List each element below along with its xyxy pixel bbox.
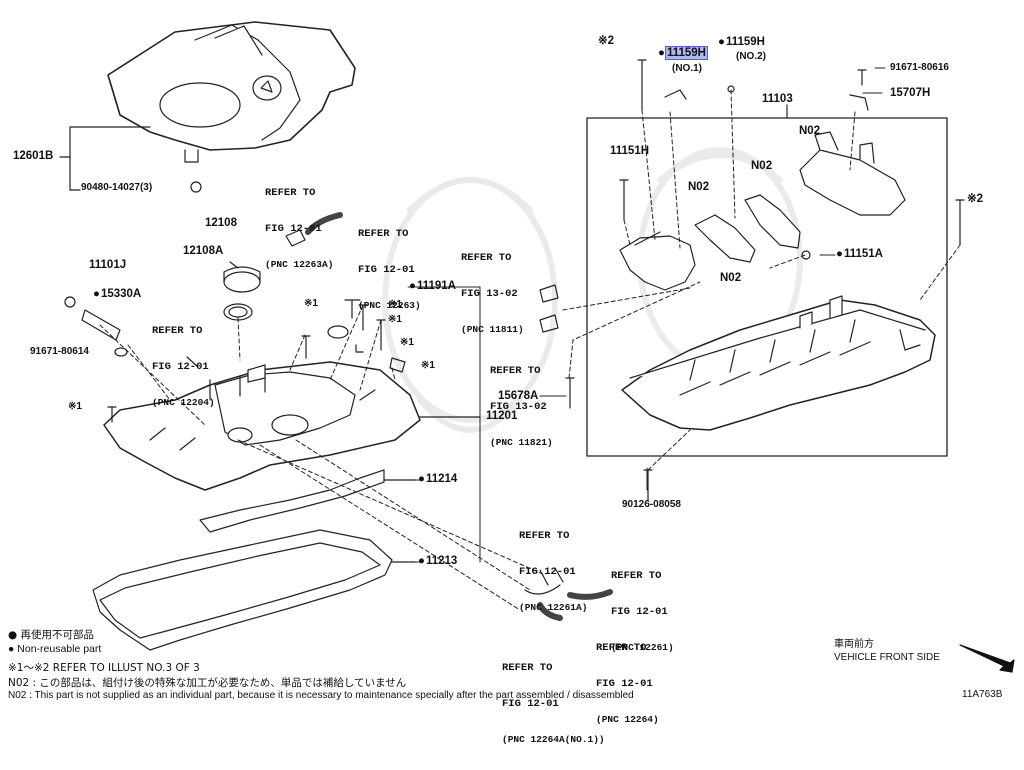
label-90480-14027: 90480-14027(3): [81, 182, 153, 193]
refer-pnc: (PNC 12261A): [519, 602, 588, 613]
label-11159H-no2: 11159H: [718, 36, 765, 49]
front-arrow: [959, 644, 1015, 673]
parts-diagram: 12601B 90480-14027(3) 12108 12108A 11101…: [0, 0, 1024, 707]
label-12108: 12108: [205, 217, 237, 229]
label-15330A: 15330A: [93, 288, 141, 301]
label-11159H-no1[interactable]: 11159H: [658, 46, 708, 60]
cam-housing-drawing: [619, 131, 936, 431]
refer-fig: FIG 12-01: [152, 361, 209, 373]
refer-fig-12-01-12261A[interactable]: REFER TO FIG 12-01 (PNC 12261A): [519, 506, 587, 638]
refer-fig-12-01-12263[interactable]: REFER TO FIG 12-01 (PNC 12263): [358, 204, 421, 336]
label-mark2-top: ※2: [598, 35, 615, 47]
refer-fig-13-02-11811[interactable]: REFER TO FIG 13-02 (PNC 11811): [461, 228, 524, 360]
label-11101J: 11101J: [89, 259, 127, 271]
refer-fig-12-01-12204[interactable]: REFER TO FIG 12-01 (PNC 12204): [152, 301, 215, 433]
label-91671-80616: 91671-80616: [890, 62, 949, 73]
label-n02-d: N02: [720, 272, 742, 284]
cylinder-head-cover-drawing: [103, 361, 421, 491]
legend-nonreusable-en: ● Non-reusable part: [8, 643, 101, 655]
refer-fig-13-02-11821[interactable]: REFER TO FIG 13-02 (PNC 11821): [490, 341, 553, 473]
refer-text: REFER TO: [502, 662, 553, 674]
cam-housing-frame: [586, 117, 948, 457]
bolts-drawing: [107, 59, 965, 501]
refer-pnc: (PNC 11821): [490, 437, 553, 448]
label-mark2-right: ※2: [967, 193, 984, 205]
refer-fig-12-01-12263A[interactable]: REFER TO FIG 12-01 (PNC 12263A): [265, 163, 333, 295]
refer-pnc: (PNC 12264A(NO.1)): [502, 734, 605, 745]
label-n02-b: N02: [751, 160, 773, 172]
label-11201: 11201: [486, 410, 518, 422]
legend-nonreusable-jp-text: 再使用不可部品: [20, 629, 95, 641]
label-mark1-c: ※1: [388, 314, 402, 325]
refer-pnc: (PNC 12264): [596, 714, 659, 725]
refer-pnc: (PNC 12263): [358, 300, 421, 311]
dashed-leaders: [99, 89, 961, 611]
refer-fig-12-01-12264[interactable]: REFER TO FIG 12-01 (PNC 12264): [596, 618, 659, 750]
label-11103: 11103: [762, 93, 793, 105]
label-mark1-d: ※1: [400, 337, 414, 348]
oil-cap-drawing: [223, 261, 261, 321]
legend-dot-icon: ●: [8, 643, 18, 655]
hose-drawing: [285, 212, 613, 621]
refer-fig: FIG 12-01: [265, 223, 322, 235]
refer-text: REFER TO: [461, 252, 512, 264]
label-n02-a: N02: [799, 125, 821, 137]
refer-text: REFER TO: [358, 228, 409, 240]
refer-text: REFER TO: [596, 642, 647, 654]
legend-n02-jp: N02 : この部品は、組付け後の特殊な加工が必要なため、単品では補給していませ…: [8, 677, 407, 689]
refer-pnc: (PNC 11811): [461, 324, 524, 335]
refer-fig: FIG 13-02: [490, 401, 547, 413]
refer-fig-12-01-12261[interactable]: REFER TO FIG 12-01 (PNC 12261): [611, 546, 674, 678]
highlighted-part-11159H[interactable]: 11159H: [664, 46, 708, 60]
label-mark1-e: ※1: [421, 360, 435, 371]
diagram-linework: [59, 21, 1015, 673]
diagram-id: 11A763B: [962, 689, 1003, 700]
label-15707H: 15707H: [890, 87, 931, 99]
label-11151A: 11151A: [836, 248, 883, 261]
label-12601B: 12601B: [13, 150, 54, 162]
refer-pnc: (PNC 12263A): [265, 259, 334, 270]
label-mark1-a: ※1: [304, 298, 318, 309]
label-11159H-no1-sub: (NO.1): [672, 63, 702, 74]
refer-text: REFER TO: [265, 187, 316, 199]
refer-fig: FIG 13-02: [461, 288, 518, 300]
refer-fig-12-01-12264A[interactable]: REFER TO FIG 12-01 (PNC 12264A(NO.1)): [502, 638, 605, 770]
refer-fig: FIG 12-01: [358, 264, 415, 276]
refer-fig: FIG 12-01: [596, 678, 653, 690]
label-91671-80614: 91671-80614: [30, 346, 89, 357]
label-15678A: 15678A: [498, 390, 539, 402]
label-mark1-f: ※1: [68, 401, 82, 412]
legend-dot-icon: ●: [8, 629, 21, 641]
gasket-drawing: [92, 469, 393, 651]
refer-pnc: (PNC 12204): [152, 397, 215, 408]
label-12108A: 12108A: [183, 245, 224, 257]
legend-refer-illust: ※1～※2 REFER TO ILLUST NO.3 OF 3: [8, 662, 200, 674]
label-11159H-no2-sub: (NO.2): [736, 51, 766, 62]
label-mark1-b: ※1: [388, 299, 402, 310]
refer-text: REFER TO: [519, 530, 570, 542]
label-11151H: 11151H: [610, 145, 650, 157]
label-11214: 11214: [418, 473, 457, 486]
engine-cover-drawing: [107, 21, 356, 163]
legend-n02-en: N02 : This part is not supplied as an in…: [8, 690, 634, 701]
label-11191A: 11191A: [409, 280, 456, 293]
refer-pnc: (PNC 12261): [611, 642, 674, 653]
label-11213: 11213: [418, 555, 457, 568]
refer-fig: FIG 12-01: [519, 566, 576, 578]
legend-nonreusable-en-text: Non-reusable part: [17, 643, 102, 655]
label-n02-c: N02: [688, 181, 710, 193]
legend-nonreusable-jp: ● 再使用不可部品: [8, 627, 94, 642]
label-90126-08058: 90126-08058: [622, 499, 681, 510]
refer-fig: FIG 12-01: [611, 606, 668, 618]
refer-text: REFER TO: [611, 570, 662, 582]
front-side-jp: 車両前方: [834, 639, 874, 650]
refer-text: REFER TO: [152, 325, 203, 337]
front-side-en: VEHICLE FRONT SIDE: [834, 652, 940, 663]
refer-text: REFER TO: [490, 365, 541, 377]
